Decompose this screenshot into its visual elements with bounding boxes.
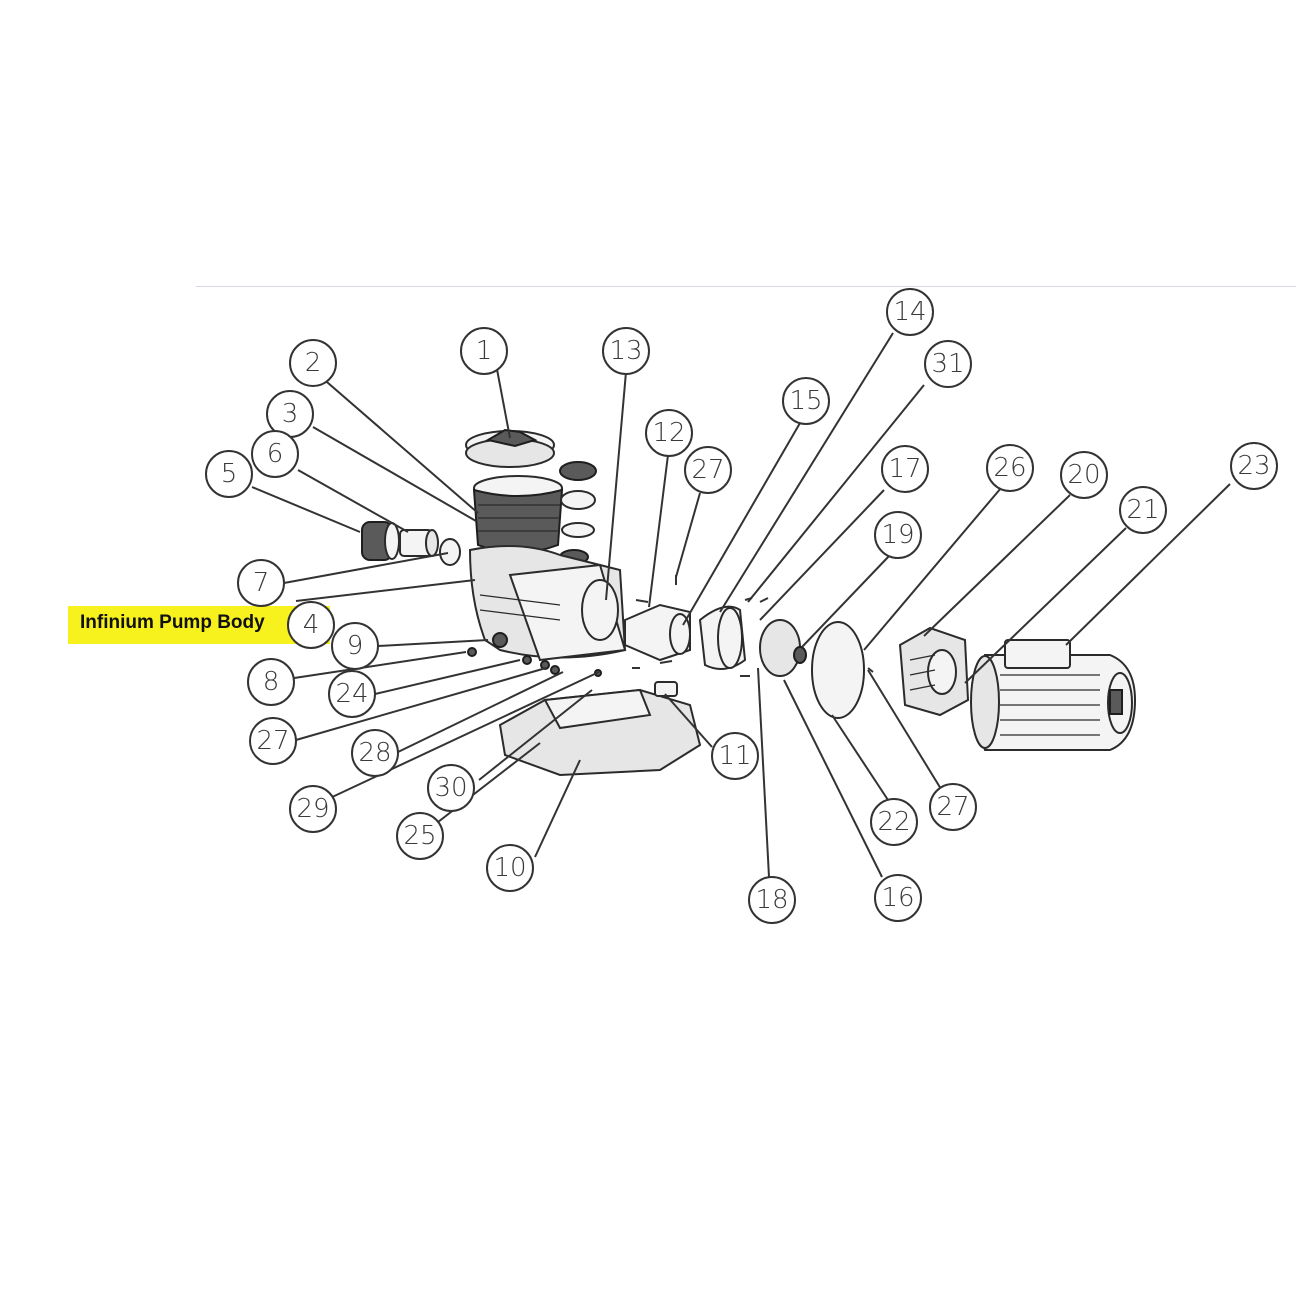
svg-text:30: 30 [434,773,467,803]
callout-18: 18 [748,876,796,924]
callouts: 1 2 3 6 5 7 4 9 8 24 27 28 29 30 25 10 1… [205,288,1278,924]
callout-20: 20 [1060,451,1108,499]
svg-text:12: 12 [652,418,685,448]
svg-text:31: 31 [931,349,964,379]
seal-plate-part [811,621,865,719]
svg-text:16: 16 [881,883,914,913]
svg-text:1: 1 [476,336,493,366]
callout-2: 2 [289,339,337,387]
svg-text:27: 27 [256,726,289,756]
svg-text:10: 10 [493,853,526,883]
callout-30: 30 [427,764,475,812]
svg-text:24: 24 [335,679,368,709]
svg-text:9: 9 [347,631,364,661]
callout-21: 21 [1119,486,1167,534]
svg-text:13: 13 [609,336,642,366]
callout-19: 19 [874,511,922,559]
diffuser-part [624,603,747,670]
basket-rings-part [559,461,597,565]
svg-text:6: 6 [267,439,284,469]
callout-14: 14 [886,288,934,336]
callout-16: 16 [874,874,922,922]
callout-7: 7 [237,559,285,607]
callout-29: 29 [289,785,337,833]
svg-text:29: 29 [296,794,329,824]
svg-text:23: 23 [1237,451,1270,481]
callout-26: 26 [986,444,1034,492]
svg-text:28: 28 [358,738,391,768]
base-stand-part [498,688,702,777]
svg-text:25: 25 [403,821,436,851]
callout-27-right: 27 [929,783,977,831]
motor-part [970,639,1137,751]
callout-28-left: 28 [351,729,399,777]
callout-5: 5 [205,450,253,498]
svg-text:5: 5 [221,459,238,489]
callout-4: 4 [287,601,335,649]
callout-6: 6 [251,430,299,478]
svg-text:22: 22 [877,807,910,837]
pump-body-part [468,545,627,662]
callout-31: 31 [924,340,972,388]
callout-9: 9 [331,622,379,670]
svg-text:8: 8 [263,667,280,697]
svg-text:27: 27 [936,792,969,822]
callout-15: 15 [782,377,830,425]
lid-part [465,428,555,468]
svg-text:21: 21 [1126,495,1159,525]
callout-24: 24 [328,670,376,718]
callout-28-top: 27 [684,446,732,494]
callout-27-left: 27 [249,717,297,765]
svg-text:7: 7 [253,568,270,598]
callout-23: 23 [1230,442,1278,490]
svg-text:3: 3 [282,399,299,429]
top-divider-line [196,286,1296,287]
callout-25: 25 [396,812,444,860]
pump-body-label: Infinium Pump Body [80,612,265,633]
callout-17: 17 [881,445,929,493]
highlight-label-background [68,606,330,644]
svg-text:14: 14 [893,297,926,327]
callout-10: 10 [486,844,534,892]
svg-text:27: 27 [691,455,724,485]
impeller-part [759,619,807,677]
leader-lines [251,332,1231,878]
svg-text:15: 15 [789,386,822,416]
svg-text:4: 4 [303,610,320,640]
callout-22: 22 [870,798,918,846]
svg-text:19: 19 [881,520,914,550]
union-fitting-part [361,521,461,566]
svg-text:26: 26 [993,453,1026,483]
motor-bracket-part [898,626,970,717]
callout-1: 1 [460,327,508,375]
svg-text:20: 20 [1067,460,1100,490]
pump-parts [361,428,1137,777]
callout-12: 12 [645,409,693,457]
screws-part [467,575,874,677]
svg-text:17: 17 [888,454,921,484]
svg-text:11: 11 [718,741,751,771]
callout-8: 8 [247,658,295,706]
strainer-basket-part [472,475,564,554]
svg-text:18: 18 [755,885,788,915]
callout-13: 13 [602,327,650,375]
callout-11: 11 [711,732,759,780]
svg-text:2: 2 [305,348,322,378]
